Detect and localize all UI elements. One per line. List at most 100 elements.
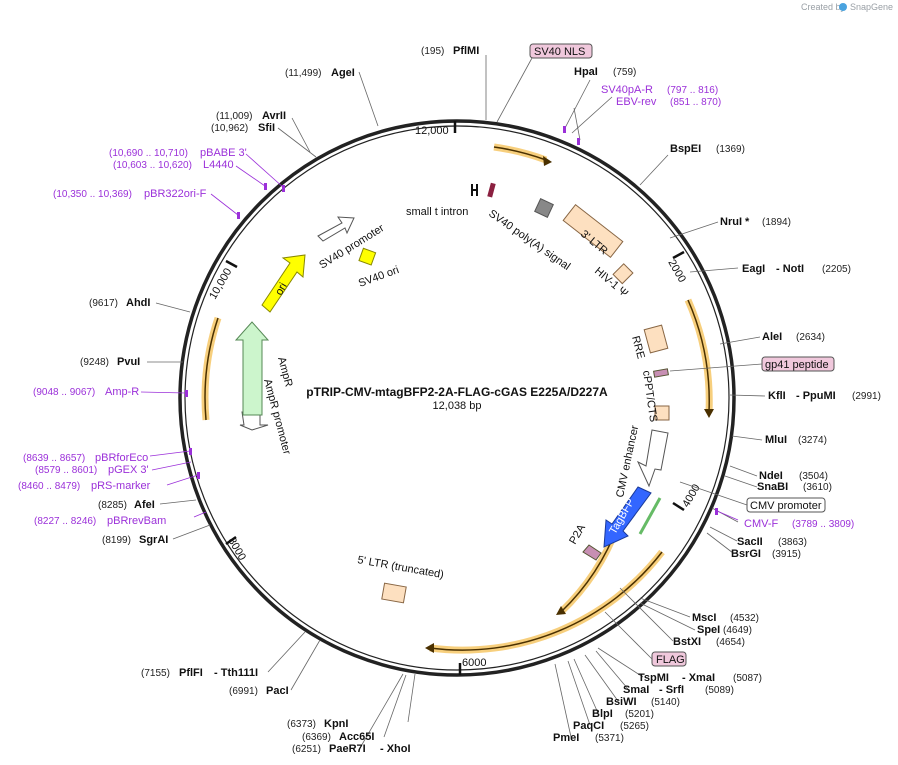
arrowhead-3 — [425, 643, 434, 653]
enzyme-xhoi-name: - XhoI — [380, 743, 411, 755]
ampr-label: AmpR — [275, 356, 295, 389]
enzyme-xmai-name: - XmaI — [682, 672, 715, 684]
enzyme-sfii-name: SfiI — [258, 122, 275, 134]
primer-ebv-rev-name: EBV-rev — [616, 96, 657, 108]
sv40-ori-label: SV40 ori — [357, 264, 401, 290]
enzyme-paci-name: PacI — [266, 685, 289, 697]
enzyme-sgrai-name: SgrAI — [139, 534, 168, 546]
enzyme-pmei-name: PmeI — [553, 732, 579, 744]
primer-mark-9 — [715, 508, 718, 515]
primer-prs-marker-name: pRS-marker — [91, 480, 151, 492]
leader-lines — [147, 55, 766, 749]
enzyme-sacii-pos: (3863) — [778, 537, 807, 548]
features — [234, 182, 670, 604]
enzyme-pflmi-pos: (195) — [421, 46, 444, 57]
enzyme-sgrai-pos: (8199) — [102, 535, 131, 546]
enzyme-afei-name: AfeI — [134, 499, 155, 511]
enzyme-bsrgi-pos: (3915) — [772, 549, 801, 560]
enzyme-sacii-name: SacII — [737, 536, 763, 548]
primer-mark-1 — [563, 126, 566, 133]
enzyme-acc65i-pos: (6369) — [302, 732, 331, 743]
enzyme-srfi-name: - SrfI — [659, 684, 684, 696]
tag-gp41: gp41 peptide — [765, 359, 829, 371]
primer-marks — [185, 126, 718, 515]
enzyme-pflmi-name: PflMI — [453, 45, 479, 57]
cppt-label: cPPT/CTS — [640, 370, 659, 423]
primer-mark-2 — [577, 138, 580, 145]
ltr5-box — [381, 582, 407, 604]
enzyme-avrii-name: AvrII — [262, 110, 286, 122]
enzyme-bsiwi-name: BsiWI — [606, 696, 637, 708]
enzyme-mlui-pos: (3274) — [798, 435, 827, 446]
primer-pbr322ori-f-pos: (10,350 .. 10,369) — [53, 189, 132, 200]
enzyme-ahdi-pos: (9617) — [89, 298, 118, 309]
enzyme-smai-pos: (5089) — [705, 685, 734, 696]
enzyme-spei-pos: (4649) — [723, 625, 752, 636]
primer-prs-marker-pos: (8460 .. 8479) — [18, 481, 80, 492]
primer-pgex3-name: pGEX 3' — [108, 464, 149, 476]
enzyme-agei-pos: (11,499) — [285, 68, 322, 79]
enzyme-snabi-name: SnaBI — [757, 481, 788, 493]
enzyme-afei-pos: (8285) — [98, 500, 127, 511]
tag-cmv-promoter: CMV promoter — [750, 500, 822, 512]
enzyme-tspmi-pos: (5087) — [733, 673, 762, 684]
flag-bar — [638, 497, 662, 535]
primer-sv40pa-r-pos: (797 .. 816) — [667, 85, 718, 96]
enzyme-alei-pos: (2634) — [796, 332, 825, 343]
enzyme-hpai-name: HpaI — [574, 66, 598, 78]
tick-label-12000: 12,000 — [415, 125, 449, 137]
primer-pbabe3-name: pBABE 3' — [200, 147, 247, 159]
primer-amp-r-pos: (9048 .. 9067) — [33, 387, 95, 398]
ticks — [225, 121, 685, 675]
arrowhead-4 — [556, 606, 566, 615]
primer-mark-7 — [189, 448, 192, 455]
enzyme-pflfi-name: PflFI — [179, 667, 203, 679]
credit-text: Created by — [801, 2, 846, 12]
ampr-arrow — [234, 321, 270, 416]
orf-arcs — [201, 143, 713, 654]
primer-pbrforeco-pos: (8639 .. 8657) — [23, 453, 85, 464]
small-t-intron-icon — [471, 184, 478, 196]
sv40-polya-box — [534, 198, 554, 218]
primer-pbr322ori-f-name: pBR322ori-F — [144, 188, 207, 200]
plasmid-title: pTRIP-CMV-mtagBFP2-2A-FLAG-cGAS E225A/D2… — [306, 385, 608, 399]
enzyme-spei-name: SpeI — [697, 624, 720, 636]
enzyme-acc65i-name: Acc65I — [339, 731, 374, 743]
primer-sv40pa-r-name: SV40pA-R — [601, 84, 653, 96]
enzyme-alei-name: AleI — [762, 331, 782, 343]
enzyme-sfii-pos: (10,962) — [211, 123, 248, 134]
enzyme-blpi-pos: (5201) — [625, 709, 654, 720]
enzyme-snabi-pos: (3610) — [803, 482, 832, 493]
primer-mark-8 — [197, 472, 200, 479]
primer-pbrrevbam-name: pBRrevBam — [107, 515, 166, 527]
enzyme-eagi-name: EagI — [742, 263, 765, 275]
enzyme-msci-name: MscI — [692, 612, 716, 624]
tick-label-6000: 6000 — [462, 657, 486, 669]
sv40-promoter-label: SV40 promoter — [317, 222, 386, 272]
p2a-label: P2A — [567, 522, 588, 547]
enzyme-paer7i-pos: (6251) — [292, 744, 321, 755]
enzyme-bspei-pos: (1369) — [716, 144, 745, 155]
snapgene-logo-icon — [839, 3, 847, 11]
primer-l4440-pos: (10,603 .. 10,620) — [113, 160, 192, 171]
enzyme-paqci-pos: (5265) — [620, 721, 649, 732]
primer-ebv-rev-pos: (851 .. 870) — [670, 97, 721, 108]
sv40-polya-label: SV40 poly(A) signal — [486, 208, 572, 273]
enzyme-msci-pos: (4532) — [730, 613, 759, 624]
tagbfp-arrow — [603, 486, 652, 548]
enzyme-kfli-name: KflI — [768, 390, 786, 402]
enzyme-bsrgi-name: BsrGI — [731, 548, 761, 560]
cppt-marker — [653, 368, 669, 378]
enzyme-kpni-name: KpnI — [324, 718, 348, 730]
primer-cmv-f-name: CMV-F — [744, 518, 779, 530]
enzyme-pmei-pos: (5371) — [595, 733, 624, 744]
primer-mark-6 — [185, 390, 188, 397]
tag-flag: FLAG — [656, 654, 685, 666]
tick-label-8000: 8000 — [225, 536, 248, 563]
hiv-psi-box — [612, 263, 634, 285]
sv40-promoter-arrow — [317, 216, 355, 242]
small-t-intron-label: small t intron — [406, 206, 468, 218]
enzyme-paqci-name: PaqCI — [573, 720, 604, 732]
enzyme-ndei-pos: (3504) — [799, 471, 828, 482]
